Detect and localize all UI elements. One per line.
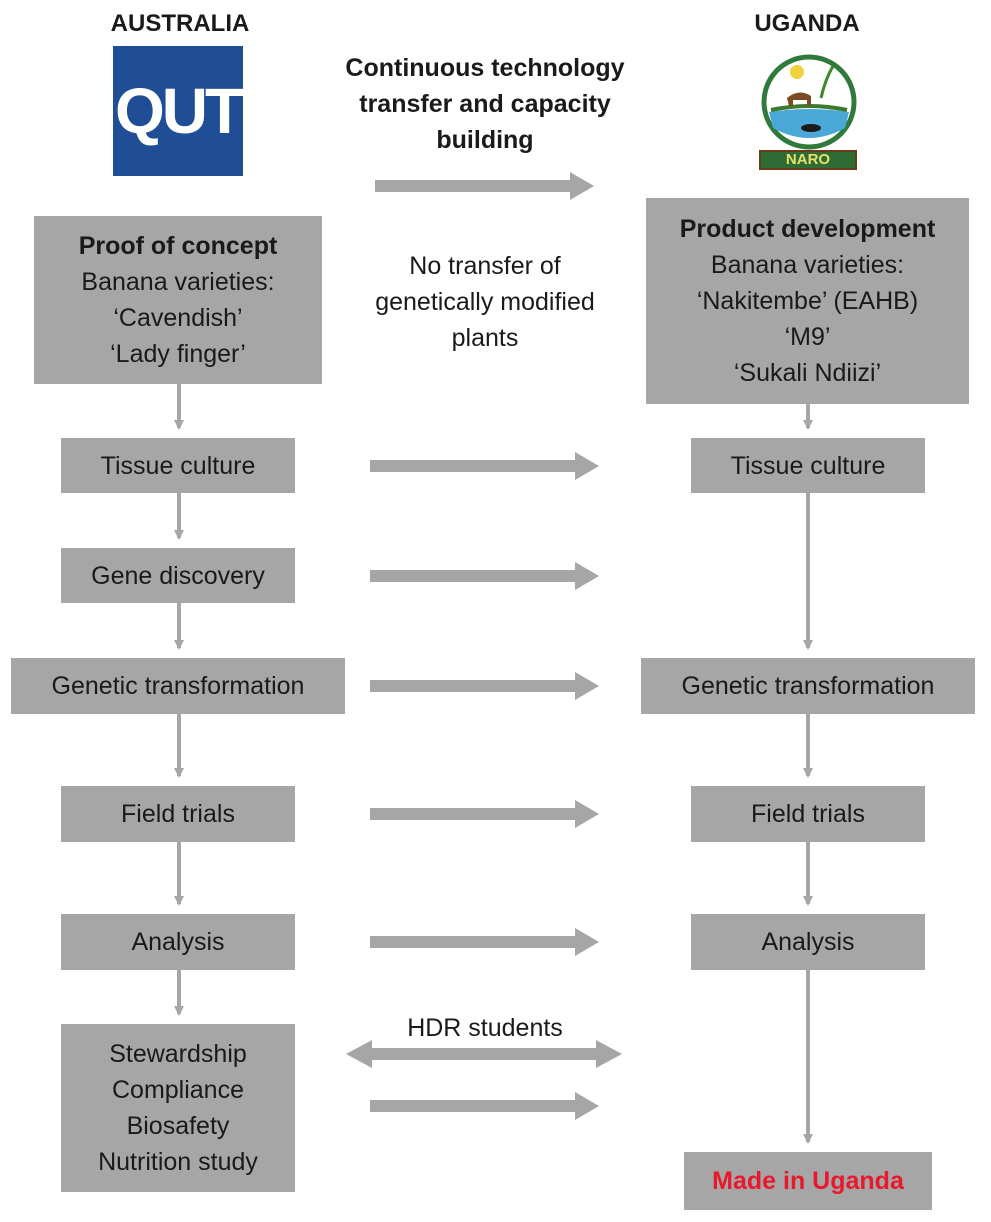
proof-title: Proof of concept <box>78 232 278 260</box>
product-line: ‘M9’ <box>784 323 831 351</box>
left-tissue-culture-box: Tissue culture <box>61 438 295 493</box>
proof-line: ‘Cavendish’ <box>113 304 243 332</box>
no-transfer-note: No transfer of genetically modified plan… <box>330 248 640 356</box>
naro-logo-text: NARO <box>759 150 857 170</box>
product-development-box: Product development Banana varieties: ‘N… <box>646 198 969 404</box>
hdr-students-label: HDR students <box>407 1014 563 1042</box>
proof-line: ‘Lady finger’ <box>110 340 246 368</box>
transfer-arrow-final <box>370 1092 599 1120</box>
transfer-arrow-tissue <box>370 452 599 480</box>
no-transfer-line: genetically modified <box>375 288 595 316</box>
transfer-heading-line: transfer and capacity <box>359 90 611 118</box>
country-australia: AUSTRALIA <box>110 10 250 37</box>
transfer-heading-line: Continuous technology <box>345 54 625 82</box>
right-field-trials-box: Field trials <box>691 786 925 842</box>
transfer-arrow-top <box>375 172 594 200</box>
left-stewardship-box: Stewardship Compliance Biosafety Nutriti… <box>61 1024 295 1192</box>
right-analysis-box: Analysis <box>691 914 925 970</box>
naro-logo: NARO <box>759 50 859 175</box>
left-analysis-box: Analysis <box>61 914 295 970</box>
qut-logo-text: QUT <box>114 75 244 147</box>
right-tissue-culture-box: Tissue culture <box>691 438 925 493</box>
stewardship-line: Biosafety <box>126 1112 230 1140</box>
transfer-arrow-field <box>370 800 599 828</box>
right-genetic-transformation-box: Genetic transformation <box>641 658 975 714</box>
product-title: Product development <box>679 215 936 243</box>
transfer-arrow-analysis <box>370 928 599 956</box>
made-in-uganda-box: Made in Uganda <box>684 1152 932 1210</box>
stewardship-line: Nutrition study <box>98 1148 258 1176</box>
transfer-heading: Continuous technology transfer and capac… <box>300 50 670 158</box>
proof-of-concept-box: Proof of concept Banana varieties: ‘Cave… <box>34 216 322 384</box>
country-uganda: UGANDA <box>754 10 860 37</box>
stewardship-line: Compliance <box>111 1076 244 1104</box>
product-line: Banana varieties: <box>710 251 905 279</box>
no-transfer-line: No transfer of <box>409 252 561 280</box>
transfer-arrow-gene <box>370 562 599 590</box>
no-transfer-line: plants <box>451 324 519 352</box>
proof-line: Banana varieties: <box>81 268 275 296</box>
left-field-trials-box: Field trials <box>61 786 295 842</box>
hdr-double-arrow <box>346 1040 622 1068</box>
qut-logo: QUT <box>113 46 244 176</box>
transfer-arrow-transformation <box>370 672 599 700</box>
product-line: ‘Nakitembe’ (EAHB) <box>696 287 919 315</box>
left-genetic-transformation-box: Genetic transformation <box>11 658 345 714</box>
left-gene-discovery-box: Gene discovery <box>61 548 295 603</box>
naro-emblem-icon <box>761 54 857 150</box>
stewardship-line: Stewardship <box>109 1040 247 1068</box>
transfer-heading-line: building <box>436 126 534 154</box>
product-line: ‘Sukali Ndiizi’ <box>733 359 882 387</box>
